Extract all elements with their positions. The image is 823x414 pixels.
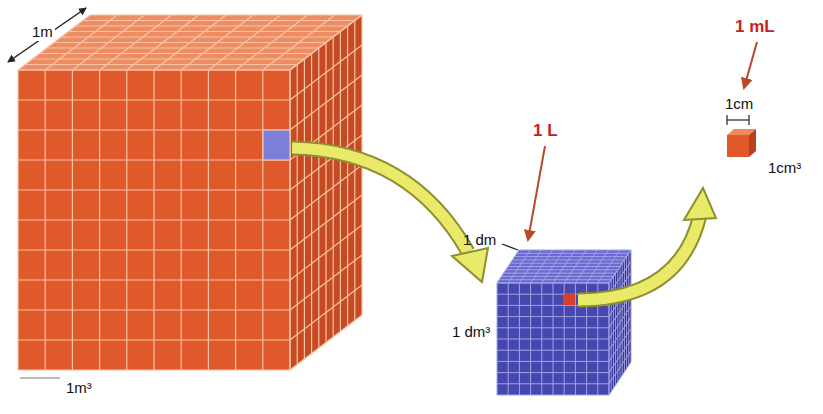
volume-label: 1 dm³ <box>450 324 492 341</box>
dimension-line <box>502 244 518 250</box>
grid-line <box>497 372 609 373</box>
volume-label: 1cm³ <box>766 160 803 177</box>
grid-line <box>340 32 341 332</box>
dimension-label: 1cm <box>723 96 755 113</box>
grid-line <box>61 36 333 37</box>
grid-line <box>631 250 632 362</box>
grid-line <box>83 20 355 21</box>
transfer-arrow <box>292 148 716 300</box>
volume-label: 1m³ <box>64 380 94 397</box>
dimension-label: 1 dm <box>461 232 498 249</box>
grid-line <box>354 21 355 321</box>
grid-line <box>575 250 597 283</box>
grid-line <box>497 361 609 362</box>
grid-line <box>497 395 609 396</box>
grid-line <box>181 70 182 370</box>
grid-line <box>290 225 362 280</box>
grid-line <box>290 315 362 370</box>
grid-line <box>519 250 631 251</box>
grid-line <box>333 37 334 337</box>
cubic-centimetre <box>727 129 756 157</box>
grid-line <box>497 339 609 340</box>
grid-line <box>235 70 236 370</box>
grid-line <box>290 165 362 220</box>
grid-line <box>512 259 624 260</box>
grid-line <box>564 250 586 283</box>
grid-line <box>18 279 290 280</box>
cubic-decimetre <box>497 250 631 395</box>
grid-line <box>18 249 290 250</box>
grid-line <box>68 31 340 32</box>
grid-line <box>290 195 362 250</box>
grid-line <box>290 255 362 310</box>
grid-line <box>497 383 609 384</box>
dimension-label: 1m <box>30 24 55 41</box>
grid-line <box>609 362 631 395</box>
unit-label: 1 L <box>531 122 560 141</box>
grid-line <box>18 219 290 220</box>
cubic-metre <box>18 15 362 370</box>
grid-line <box>510 263 622 264</box>
grid-line <box>208 15 280 70</box>
leader-arrow <box>528 146 545 240</box>
grid-line <box>290 285 362 340</box>
grid-line <box>90 14 362 15</box>
grid-line <box>515 256 627 257</box>
grid-line <box>598 250 620 283</box>
unit-label: 1 mL <box>733 18 777 37</box>
dimension-tick <box>20 378 60 379</box>
grid-line <box>54 42 326 43</box>
grid-line <box>181 15 253 70</box>
leader-arrow <box>744 42 757 88</box>
grid-line <box>587 250 609 283</box>
grid-line <box>622 263 623 375</box>
grid-line <box>262 70 263 370</box>
dimension-bracket <box>727 115 749 125</box>
grid-line <box>18 339 290 340</box>
grid-line <box>517 253 629 254</box>
grid-line <box>76 25 348 26</box>
grid-line <box>236 15 308 70</box>
grid-line <box>18 309 290 310</box>
grid-line <box>508 266 620 267</box>
grid-line <box>497 350 609 351</box>
grid-line <box>208 70 209 370</box>
grid-line <box>575 283 576 395</box>
dimension-line <box>8 8 86 62</box>
grid-line <box>624 260 625 372</box>
grid-line <box>18 369 290 370</box>
grid-line <box>626 257 627 369</box>
grid-line <box>347 26 348 326</box>
grid-line <box>628 253 629 365</box>
grid-line <box>263 15 335 70</box>
